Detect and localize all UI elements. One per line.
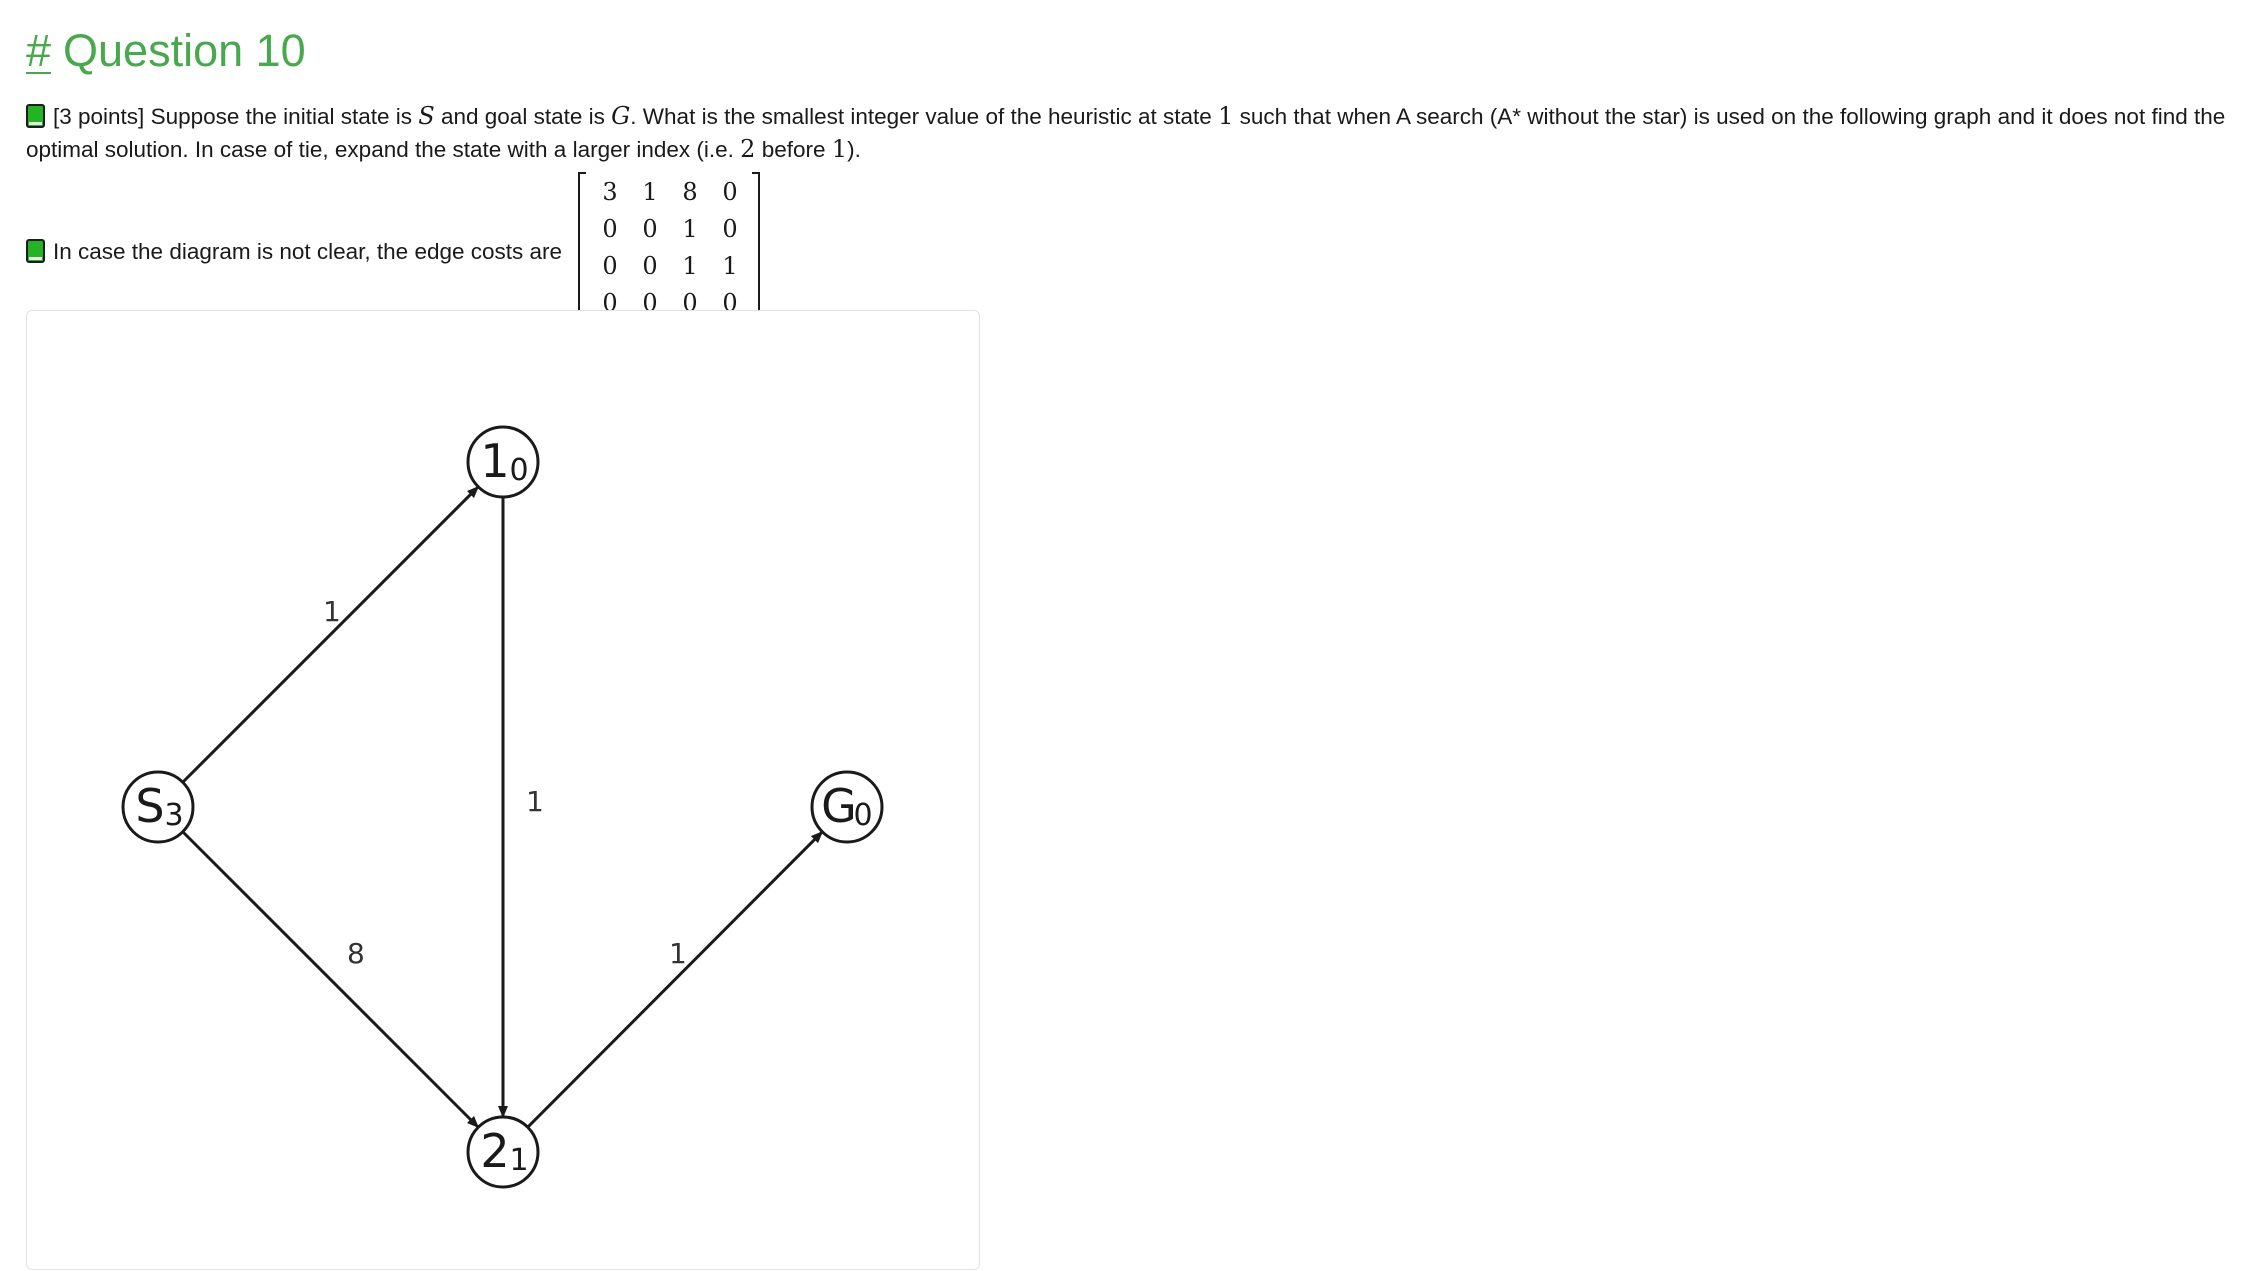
- edge-S-1: [181, 485, 480, 784]
- matrix-cell: 8: [682, 178, 698, 206]
- matrix-cell: 0: [722, 178, 738, 206]
- node-heuristic-value: 3: [164, 798, 183, 833]
- edge-cost-label: 1: [669, 937, 687, 970]
- node-heuristic-value: 0: [853, 798, 872, 833]
- matrix-cell: 0: [642, 215, 658, 243]
- matrix-cell: 0: [722, 215, 738, 243]
- page-title: # Question 10: [26, 20, 2236, 82]
- state-symbol: 1: [1218, 102, 1234, 130]
- matrix-cell: 0: [642, 252, 658, 280]
- node-heuristic-value: 1: [509, 1143, 528, 1178]
- matrix-cell: 1: [642, 178, 658, 206]
- node-circle: [466, 425, 540, 499]
- edge-S-2: [181, 830, 480, 1129]
- node-circle: [466, 1115, 540, 1189]
- node-heuristic-value: 0: [509, 453, 528, 488]
- green-book-icon: [26, 104, 45, 128]
- matrix-cell: 0: [602, 215, 618, 243]
- edge-cost-label: 1: [526, 785, 544, 818]
- hint-paragraph: In case the diagram is not clear, the ed…: [26, 235, 562, 268]
- node-circle: [810, 770, 884, 844]
- node-circle: [121, 770, 195, 844]
- matrix-cell: 1: [682, 252, 698, 280]
- edge-2-G: [526, 830, 824, 1129]
- page-title-text: Question 10: [63, 25, 306, 76]
- edge-cost-label: 8: [347, 937, 365, 970]
- node-label: 2: [480, 1124, 509, 1178]
- matrix-cell: 1: [682, 215, 698, 243]
- matrix-cell: 1: [722, 252, 738, 280]
- green-book-icon: [26, 239, 45, 263]
- matrix-cell: 3: [602, 178, 618, 206]
- node-label: S: [135, 779, 164, 833]
- hint-text: In case the diagram is not clear, the ed…: [53, 239, 563, 264]
- graph-node-G: G0: [810, 770, 884, 844]
- initial-state-symbol: S: [418, 102, 435, 130]
- page-content: # Question 10 [3 points] Suppose the ini…: [26, 20, 2236, 1270]
- points-label: [3 points]: [53, 104, 145, 129]
- question-paragraph: [3 points] Suppose the initial state is …: [26, 102, 2226, 163]
- heading-anchor-link[interactable]: #: [26, 25, 52, 76]
- edge-cost-label: 1: [323, 595, 341, 628]
- matrix-cell: 0: [602, 252, 618, 280]
- goal-state-symbol: G: [611, 102, 631, 130]
- node-label: G: [821, 779, 857, 833]
- node-label: 1: [480, 434, 509, 488]
- matrix-right-bracket: [752, 172, 760, 324]
- matrix-left-bracket: [578, 172, 586, 324]
